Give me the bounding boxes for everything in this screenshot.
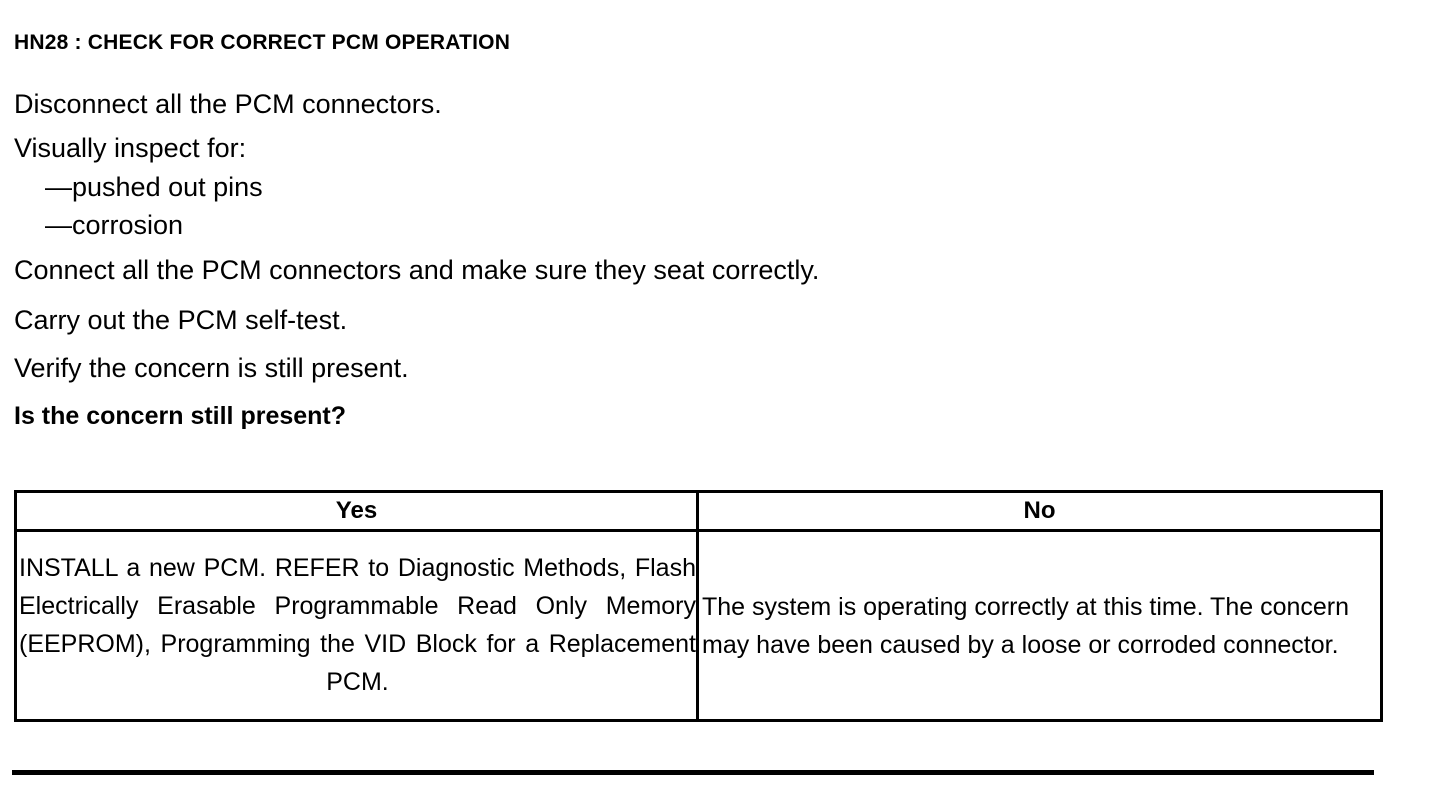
- table-cell-yes-action: INSTALL a new PCM. REFER to Diagnostic M…: [14, 529, 699, 722]
- procedure-steps: Disconnect all the PCM connectors. Visua…: [14, 80, 1414, 440]
- step-bullet-corrosion: —corrosion: [45, 210, 184, 240]
- decision-question: Is the concern still present?: [14, 402, 347, 430]
- decision-table: Yes No INSTALL a new PCM. REFER to Diagn…: [14, 490, 1383, 722]
- table-header-row: Yes No: [14, 490, 1383, 532]
- table-row: INSTALL a new PCM. REFER to Diagnostic M…: [14, 529, 1383, 722]
- no-action-text: The system is operating correctly at thi…: [702, 592, 1350, 659]
- table-header-yes: Yes: [14, 490, 699, 532]
- step-line-connect: Connect all the PCM connectors and make …: [14, 255, 820, 285]
- step-line-inspect: Visually inspect for:: [14, 133, 247, 163]
- table-cell-no-action: The system is operating correctly at thi…: [696, 529, 1383, 722]
- step-line-self-test: Carry out the PCM self-test.: [14, 305, 348, 335]
- step-line-verify: Verify the concern is still present.: [14, 353, 409, 383]
- yes-action-text: INSTALL a new PCM. REFER to Diagnostic M…: [19, 554, 696, 696]
- table-header-no: No: [696, 490, 1383, 532]
- footer-rule: [12, 770, 1374, 775]
- step-line-disconnect: Disconnect all the PCM connectors.: [14, 89, 442, 119]
- step-bullet-pushed-out-pins: —pushed out pins: [45, 172, 263, 202]
- page-title: HN28 : CHECK FOR CORRECT PCM OPERATION: [14, 31, 511, 54]
